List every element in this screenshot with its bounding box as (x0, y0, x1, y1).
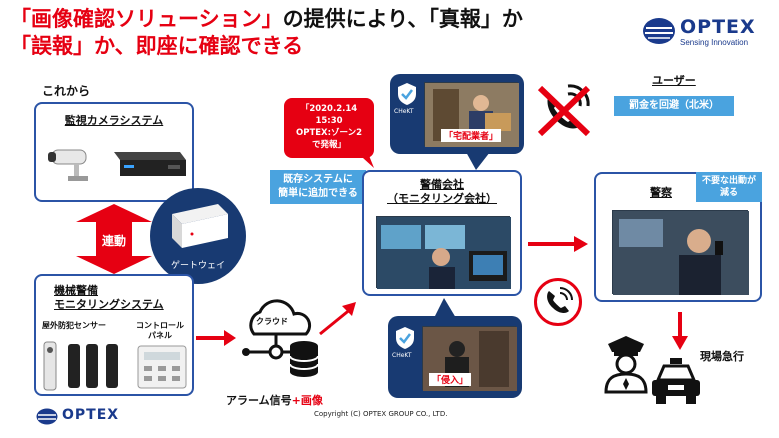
dispatch-tag: 不要な出動が 減る (696, 172, 762, 202)
intruder-bubble: CHeKT 「侵入」 (388, 316, 522, 398)
alert-line2: 15:30 (315, 116, 343, 126)
checkt-icon-2 (396, 327, 414, 349)
company-title-line2: （モニタリング会社） (387, 192, 497, 205)
link-arrow-icon (76, 204, 152, 274)
security-system-panel: 機械警備 モニタリングシステム 屋外防犯センサー コントロール パネル (34, 274, 194, 396)
intruder-caption: 「侵入」 (429, 373, 472, 386)
camera-panel-title: 監視カメラシステム (64, 114, 164, 127)
arrow-up-right-icon (319, 302, 356, 336)
outdoor-sensor-icon (43, 341, 118, 391)
intruder-photo: 「侵入」 (422, 326, 517, 391)
phone-call-icon (547, 287, 573, 313)
alarm-signal-text: アラーム信号 (226, 394, 292, 407)
optex-logo: OPTEX Sensing Innovation (640, 14, 772, 50)
footer-wordmark: OPTEX (62, 407, 120, 423)
control-panel-icon (137, 345, 187, 389)
arrow-down-icon (672, 312, 688, 350)
gateway-circle: ゲートウェイ (150, 188, 246, 284)
checkt-icon (398, 83, 416, 105)
no-phone-icon (537, 84, 591, 137)
intruder-bubble-tail (434, 298, 456, 318)
company-title-line1: 警備会社 (420, 178, 464, 191)
optex-emblem-icon (643, 18, 675, 44)
police-label: 警察 (650, 186, 672, 199)
integration-tag: 既存システムに 簡単に追加できる (270, 170, 366, 204)
logo-tagline: Sensing Innovation (680, 38, 749, 47)
control-label-line2: パネル (148, 331, 172, 340)
operator-photo (376, 216, 511, 289)
link-label: 連動 (101, 234, 126, 248)
alert-line1: 「2020.2.14 (300, 104, 358, 114)
security-camera-icon (48, 149, 88, 181)
dispatch-line2: 減る (719, 188, 738, 198)
fine-avoid-tag: 罰金を回避（北米） (614, 96, 734, 116)
police-car-icon (652, 358, 700, 404)
monitoring-company-panel: 警備会社 （モニタリング会社） (362, 170, 522, 296)
sensor-label: 屋外防犯センサー (42, 321, 106, 330)
cloud-label: クラウド (256, 317, 288, 326)
footer-logo: OPTEX (36, 406, 136, 426)
delivery-bubble: CHeKT 「宅配業者」 (390, 74, 524, 154)
security-panel-title-line2: モニタリングシステム (54, 298, 164, 311)
footer-emblem-icon (36, 408, 58, 425)
gateway-label: ゲートウェイ (170, 261, 225, 271)
police-panel: 警察 不要な出動が 減る (594, 172, 762, 302)
delivery-bubble-tail (466, 152, 490, 170)
recorder-icon (114, 152, 186, 176)
arrow-to-police-icon (528, 236, 588, 252)
alarm-signal-plus: +画像 (291, 394, 323, 407)
copyright: Copyright (C) OPTEX GROUP CO., LTD. (314, 410, 448, 418)
user-label: ユーザー (652, 74, 696, 87)
checkt-label-2: CHeKT (392, 352, 412, 359)
page-title: 「画像確認ソリューション」の提供により、「真報」か 「誤報」か、即座に確認できる (10, 6, 610, 60)
cloud-database-icon (242, 299, 319, 377)
title-line2: 「誤報」か、即座に確認できる (10, 34, 304, 58)
integration-line1: 既存システムに (283, 174, 353, 185)
phone-call-circle (534, 278, 582, 326)
title-line1-rest: の提供により、「真報」か (282, 7, 523, 31)
dispatch-line1: 不要な出動が (701, 176, 756, 186)
gateway-device-icon (172, 204, 228, 248)
alarm-signal-label: アラーム信号+画像 (226, 392, 323, 408)
alert-line4: で発報」 (311, 140, 346, 150)
monitoring-operator-image (377, 217, 511, 289)
integration-line2: 簡単に追加できる (278, 188, 358, 199)
arrow-right-icon (196, 330, 236, 346)
police-officer-icon (604, 336, 648, 394)
rush-label: 現場急行 (700, 350, 744, 363)
logo-wordmark: OPTEX (680, 16, 756, 38)
police-officer-photo (612, 210, 749, 295)
camera-system-panel: 監視カメラシステム (34, 102, 194, 202)
title-highlight: 「画像確認ソリューション」 (10, 7, 283, 31)
delivery-photo: 「宅配業者」 (424, 82, 519, 147)
section-label: これから (42, 84, 91, 98)
security-panel-title-line1: 機械警備 (54, 284, 98, 297)
alert-bubble: 「2020.2.14 15:30 OPTEX:ゾーン2 で発報」 (284, 98, 374, 158)
control-label-line1: コントロール (136, 321, 184, 330)
police-officer-image (613, 211, 749, 295)
alert-bubble-tail (352, 148, 374, 168)
checkt-label: CHeKT (394, 108, 414, 115)
delivery-caption: 「宅配業者」 (441, 129, 502, 142)
alert-line3: OPTEX:ゾーン2 (295, 128, 362, 138)
